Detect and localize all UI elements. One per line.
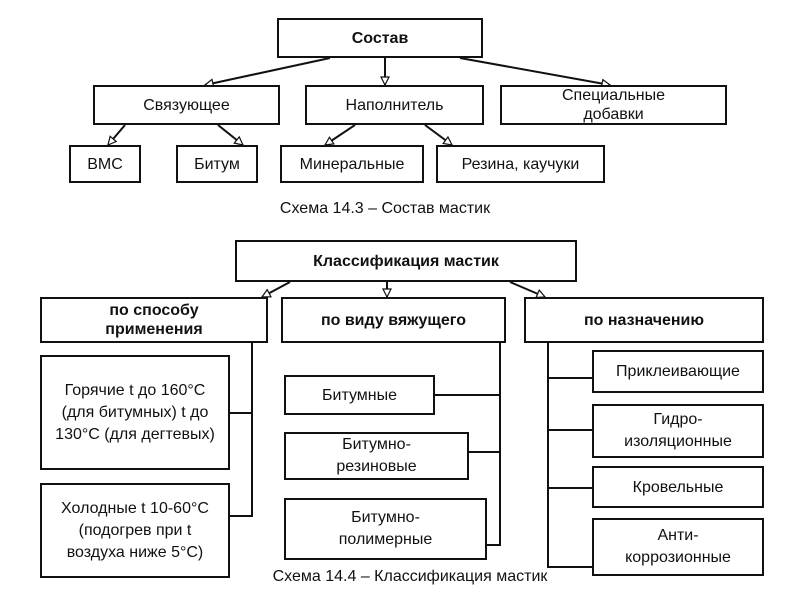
arrow: [424, 124, 452, 146]
node-by-binder: по виду вяжущего: [281, 297, 506, 343]
node-classification: Классификация мастик: [235, 240, 577, 282]
node-bituminous: Битумные: [284, 375, 435, 415]
node-bitumen-polymer: Битумно-полимерные: [284, 498, 487, 560]
node-anticorrosion: Анти-коррозионные: [592, 518, 764, 576]
node-mineral: Минеральные: [280, 145, 424, 183]
arrow: [205, 57, 331, 85]
node-composition: Состав: [277, 18, 483, 58]
node-special-additives: Специальные добавки: [500, 85, 727, 125]
arrow: [217, 124, 243, 145]
node-bitumen-rubber: Битумно-резиновые: [284, 432, 469, 480]
caption-scheme-14-3: Схема 14.3 – Состав мастик: [279, 200, 491, 217]
node-vms: ВМС: [69, 145, 141, 183]
node-adhesive: Приклеивающие: [592, 350, 764, 393]
node-bitumen: Битум: [176, 145, 258, 183]
node-roofing: Кровельные: [592, 466, 764, 508]
node-cold: Холодные t 10-60°С (подогрев при t возду…: [40, 483, 230, 578]
node-filler: Наполнитель: [305, 85, 484, 125]
node-by-application: по способу применения: [40, 297, 268, 343]
node-waterproofing: Гидро-изоляционные: [592, 404, 764, 458]
caption-scheme-14-4: Схема 14.4 – Классификация мастик: [272, 568, 548, 585]
node-binder: Связующее: [93, 85, 280, 125]
arrow: [262, 281, 291, 298]
arrow: [325, 124, 356, 146]
node-hot: Горячие t до 160°С (для битумных) t до 1…: [40, 355, 230, 470]
arrow: [459, 57, 610, 85]
node-rubber: Резина, каучуки: [436, 145, 605, 183]
node-by-purpose: по назначению: [524, 297, 764, 343]
arrow: [108, 124, 126, 145]
arrow: [509, 281, 545, 297]
